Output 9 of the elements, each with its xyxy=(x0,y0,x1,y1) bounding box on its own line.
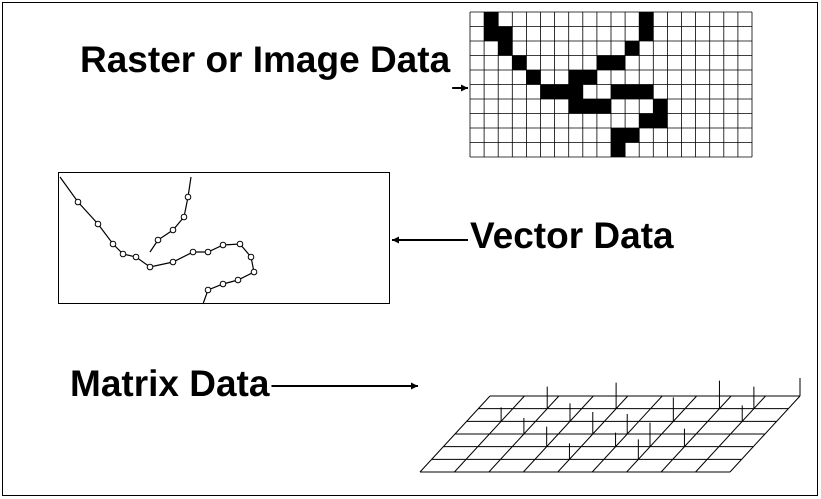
vector-line-drawing xyxy=(58,172,390,304)
arrow xyxy=(392,236,468,244)
data-type-label: Raster or Image Data xyxy=(80,38,450,82)
data-type-label: Matrix Data xyxy=(70,362,270,406)
raster-grid-drawing xyxy=(470,12,752,157)
arrow xyxy=(452,84,468,92)
matrix-grid-drawing xyxy=(420,378,802,474)
data-type-label: Vector Data xyxy=(470,214,674,258)
arrow xyxy=(271,382,418,390)
